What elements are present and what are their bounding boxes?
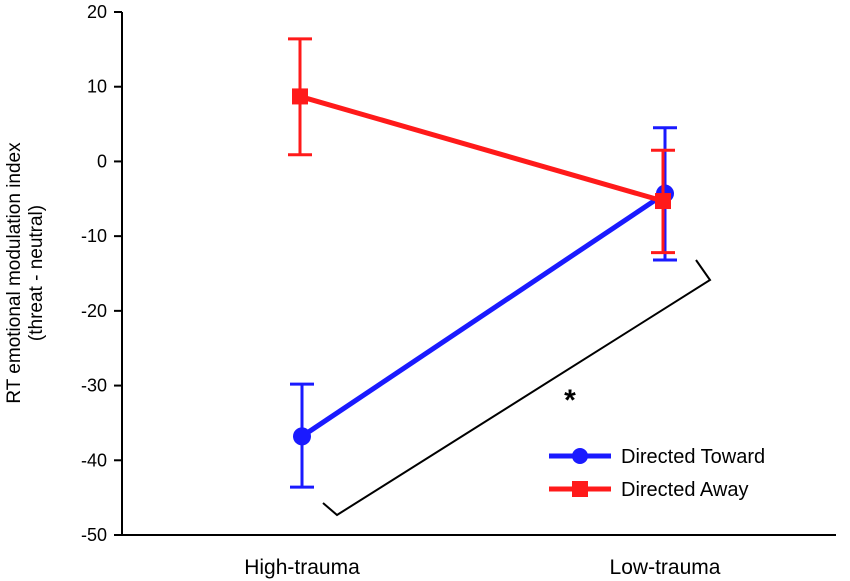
series-directed-toward [290, 126, 677, 489]
series-layer [288, 37, 677, 489]
y-tick-label: -20 [81, 301, 107, 321]
series-line-directed-away [299, 94, 664, 204]
y-tick-label: -30 [81, 376, 107, 396]
y-tick-label: 0 [97, 151, 107, 171]
significance-bracket [322, 259, 712, 517]
y-axis-label-line2: (threat - neutral) [26, 205, 47, 341]
series-directed-away [288, 37, 675, 255]
y-tick-label: 20 [87, 2, 107, 22]
y-axis-label-line1: RT emotional modulation index [4, 142, 25, 404]
legend-label-directed-toward: Directed Toward [621, 446, 765, 468]
significance-star: * [564, 384, 576, 417]
y-tick-label: -40 [81, 450, 107, 470]
y-tick-label: -10 [81, 226, 107, 246]
legend-marker-directed-toward [572, 448, 588, 464]
y-ticks: 20 10 0 -10 -20 -30 -40 -50 [81, 2, 122, 545]
x-tick-labels: High-trauma Low-trauma [244, 556, 721, 579]
x-tick-label: Low-trauma [610, 556, 721, 579]
series-line-directed-toward [300, 191, 667, 439]
data-point-directed-away [292, 88, 308, 105]
legend: Directed Toward Directed Away [549, 446, 765, 501]
x-tick-label: High-trauma [244, 556, 360, 579]
y-tick-label: 10 [87, 77, 107, 97]
data-point-directed-toward [293, 427, 311, 446]
legend-label-directed-away: Directed Away [621, 479, 748, 501]
data-point-directed-away [655, 193, 671, 210]
legend-marker-directed-away [572, 481, 588, 497]
y-tick-label: -50 [81, 525, 107, 545]
